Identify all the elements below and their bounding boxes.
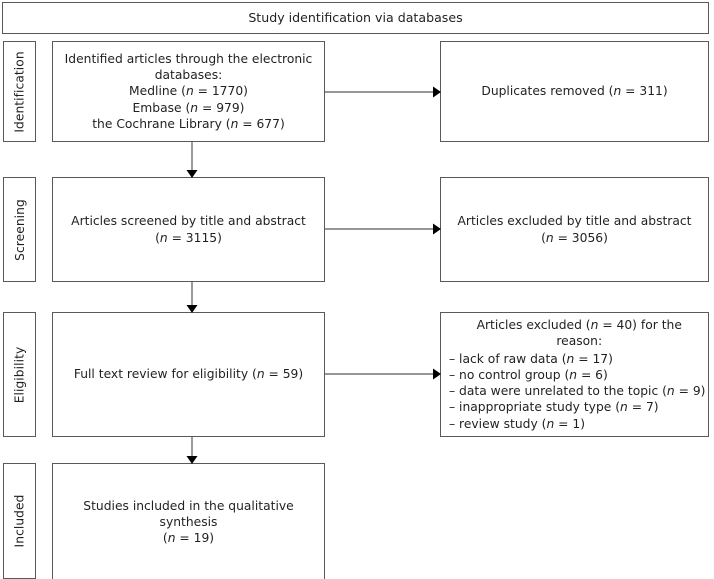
identified-line-1: Identified articles through the electron… — [64, 51, 313, 66]
stage-label-screening: Screening — [3, 177, 36, 282]
box-studies-included: Studies included in the qualitative synt… — [52, 463, 325, 579]
box-articles-screened: Articles screened by title and abstract … — [52, 177, 325, 282]
excluded-reason-item-2: – data were unrelated to the topic (n = … — [449, 384, 706, 399]
screened-line-1: Articles screened by title and abstract — [71, 214, 306, 229]
identified-line-embase: Embase (n = 979) — [132, 100, 245, 115]
excluded-reason-item-4: – review study (n = 1) — [449, 416, 585, 431]
included-line-2: (n = 19) — [162, 531, 215, 546]
excluded-screen-line-1: Articles excluded by title and abstract — [457, 214, 692, 229]
box-articles-excluded-title-abstract: Articles excluded by title and abstract … — [440, 177, 709, 282]
stage-label-identification-text: Identification — [12, 50, 27, 133]
excluded-reason-item-3: – inappropriate study type (n = 7) — [449, 400, 659, 415]
excluded-reason-item-1: – no control group (n = 6) — [449, 367, 608, 382]
arrow-identified-to-duplicates — [325, 86, 441, 98]
arrow-identified-to-screened — [186, 142, 198, 178]
box-duplicates-removed: Duplicates removed (n = 311) — [440, 41, 709, 142]
stage-label-included-text: Included — [12, 494, 27, 548]
identified-line-2: databases: — [154, 68, 223, 83]
included-line-1: Studies included in the qualitative synt… — [83, 498, 294, 529]
stage-label-eligibility: Eligibility — [3, 312, 36, 437]
box-articles-excluded-reasons: Articles excluded (n = 40) for the reaso… — [440, 312, 709, 437]
diagram-header: Study identification via databases — [2, 2, 709, 34]
stage-label-screening-text: Screening — [12, 198, 27, 261]
stage-label-included: Included — [3, 463, 36, 579]
box-full-text-review: Full text review for eligibility (n = 59… — [52, 312, 325, 437]
stage-label-eligibility-text: Eligibility — [12, 346, 27, 403]
diagram-header-title: Study identification via databases — [248, 9, 463, 25]
arrow-screened-to-fulltext — [186, 282, 198, 313]
arrow-fulltext-to-included — [186, 437, 198, 464]
box-identified-articles: Identified articles through the electron… — [52, 41, 325, 142]
identified-line-cochrane: the Cochrane Library (n = 677) — [92, 116, 285, 131]
screened-line-2: (n = 3115) — [155, 230, 222, 245]
arrow-screened-to-excluded — [325, 223, 441, 235]
identified-line-medline: Medline (n = 1770) — [129, 84, 248, 99]
arrow-fulltext-to-excluded-reasons — [325, 368, 441, 380]
excluded-reason-item-0: – lack of raw data (n = 17) — [449, 351, 613, 366]
fulltext-line-1: Full text review for eligibility (n = 59… — [73, 367, 304, 382]
stage-label-identification: Identification — [3, 41, 36, 142]
excluded-screen-line-2: (n = 3056) — [541, 230, 608, 245]
duplicates-line-1: Duplicates removed (n = 311) — [481, 84, 668, 99]
excluded-reasons-title: Articles excluded (n = 40) for the reaso… — [476, 318, 682, 349]
